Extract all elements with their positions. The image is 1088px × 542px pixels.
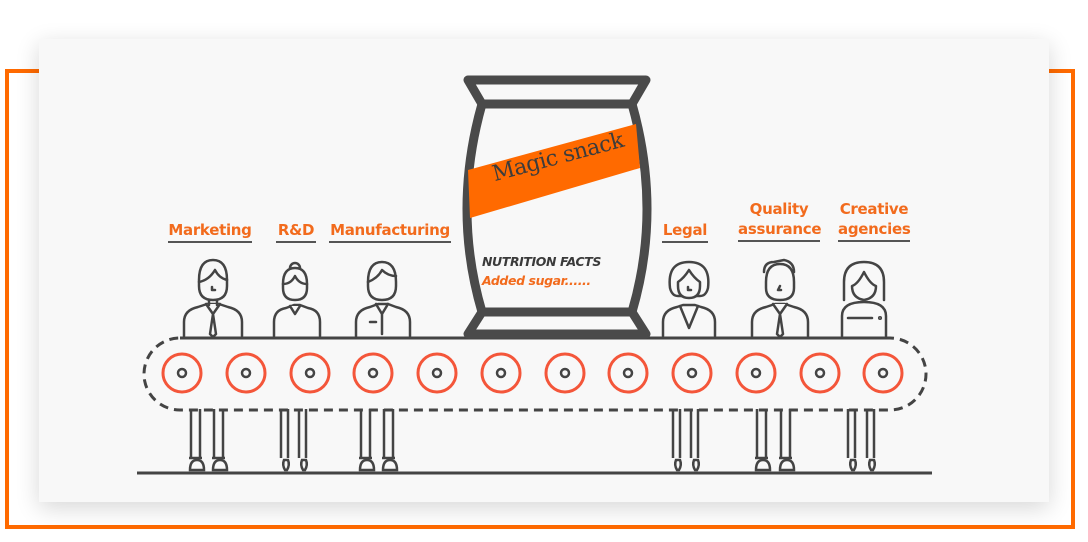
nutrition-facts-heading: NUTRITION FACTS — [482, 254, 601, 269]
roller — [480, 352, 522, 394]
label-text: Manufacturing — [330, 221, 450, 239]
label-underline — [329, 241, 451, 243]
label-underline — [838, 240, 910, 242]
label-rnd: R&D — [276, 220, 316, 243]
person-qa-icon — [750, 258, 810, 339]
label-underline — [276, 241, 316, 243]
label-text: Quality — [749, 200, 809, 218]
roller — [544, 352, 586, 394]
label-creative-agencies: Creative agencies — [838, 199, 911, 242]
label-underline — [738, 240, 820, 242]
roller — [289, 352, 331, 394]
label-underline — [168, 241, 252, 243]
roller — [671, 352, 713, 394]
roller — [735, 352, 777, 394]
label-text: R&D — [277, 221, 315, 239]
person-creative-icon — [840, 260, 888, 338]
bag-label-band — [468, 124, 640, 218]
label-text: Legal — [662, 221, 708, 239]
label-underline — [662, 241, 708, 243]
person-rnd-icon — [272, 261, 322, 338]
label-manufacturing: Manufacturing — [329, 220, 451, 243]
snack-bag-icon — [462, 75, 652, 339]
roller — [416, 352, 458, 394]
roller — [352, 352, 394, 394]
label-quality-assurance: Quality assurance — [738, 199, 822, 242]
conveyor-rollers — [161, 352, 904, 394]
person-marketing-icon — [182, 258, 244, 339]
label-text-line2: assurance — [738, 220, 822, 238]
roller — [161, 352, 203, 394]
roller — [862, 352, 904, 394]
added-sugar-line: Added sugar...... — [482, 273, 591, 288]
label-text: Marketing — [168, 221, 252, 239]
roller — [225, 352, 267, 394]
label-text: Creative — [839, 200, 909, 218]
conveyor-legs — [188, 409, 877, 472]
person-manufacturing-icon — [354, 260, 412, 338]
label-legal: Legal — [662, 220, 708, 243]
roller — [799, 352, 841, 394]
label-marketing: Marketing — [168, 220, 252, 243]
person-legal-icon — [661, 260, 717, 338]
roller — [607, 352, 649, 394]
label-text-line2: agencies — [838, 220, 911, 238]
conveyor-belt — [142, 336, 928, 412]
